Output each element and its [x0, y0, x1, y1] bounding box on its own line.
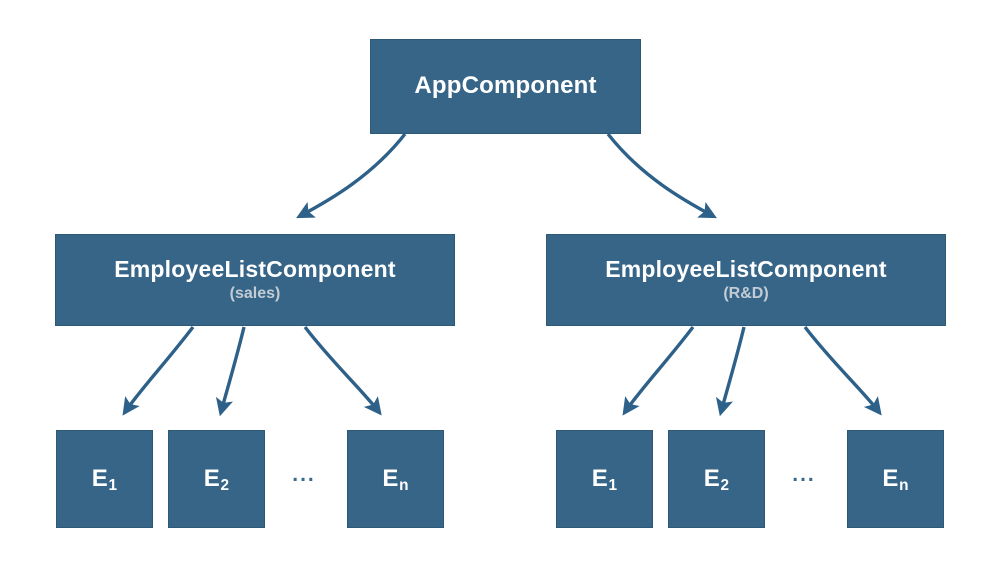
node-employee-list-sales-sublabel: (sales) — [229, 285, 281, 303]
node-app-component-label: AppComponent — [414, 72, 597, 100]
employee-index: n — [899, 477, 909, 495]
node-employee-rd-2-label: E2 — [703, 464, 730, 495]
employee-index: 1 — [108, 477, 118, 495]
edge-rd-to-e2 — [715, 326, 746, 417]
node-employee-rd-n[interactable]: En — [847, 430, 944, 528]
node-employee-rd-n-label: En — [882, 464, 909, 495]
edge-rd-to-en — [803, 325, 882, 416]
node-employee-list-rd-sublabel: (R&D) — [723, 285, 769, 303]
employee-base-letter: E — [91, 464, 108, 492]
employee-base-letter: E — [203, 464, 220, 492]
node-employee-list-rd-label: EmployeeListComponent — [605, 256, 887, 283]
employee-index: 2 — [220, 477, 230, 495]
employee-base-letter: E — [382, 464, 399, 492]
employee-index: 1 — [608, 477, 618, 495]
node-app-component[interactable]: AppComponent — [370, 39, 641, 134]
employee-base-letter: E — [591, 464, 608, 492]
node-employee-sales-2[interactable]: E2 — [168, 430, 265, 528]
employee-index: 2 — [720, 477, 730, 495]
edge-rd-to-e1 — [622, 325, 695, 416]
node-employee-list-rd[interactable]: EmployeeListComponent (R&D) — [546, 234, 946, 326]
edge-app-to-sales — [296, 132, 407, 219]
edge-sales-to-e2 — [215, 326, 246, 417]
edge-sales-to-en — [303, 325, 382, 416]
employee-index: n — [399, 477, 409, 495]
node-employee-sales-2-label: E2 — [203, 464, 230, 495]
node-employee-rd-1[interactable]: E1 — [556, 430, 653, 528]
node-employee-sales-n-label: En — [382, 464, 409, 495]
ellipsis-sales: ... — [292, 463, 316, 486]
node-employee-sales-1-label: E1 — [91, 464, 118, 495]
node-employee-list-sales[interactable]: EmployeeListComponent (sales) — [55, 234, 455, 326]
employee-base-letter: E — [703, 464, 720, 492]
node-employee-rd-2[interactable]: E2 — [668, 430, 765, 528]
node-employee-rd-1-label: E1 — [591, 464, 618, 495]
ellipsis-rd: ... — [792, 463, 816, 486]
edge-app-to-rd — [606, 132, 717, 219]
edge-sales-to-e1 — [122, 325, 195, 416]
node-employee-list-sales-label: EmployeeListComponent — [114, 256, 396, 283]
node-employee-sales-1[interactable]: E1 — [56, 430, 153, 528]
employee-base-letter: E — [882, 464, 899, 492]
node-employee-sales-n[interactable]: En — [347, 430, 444, 528]
